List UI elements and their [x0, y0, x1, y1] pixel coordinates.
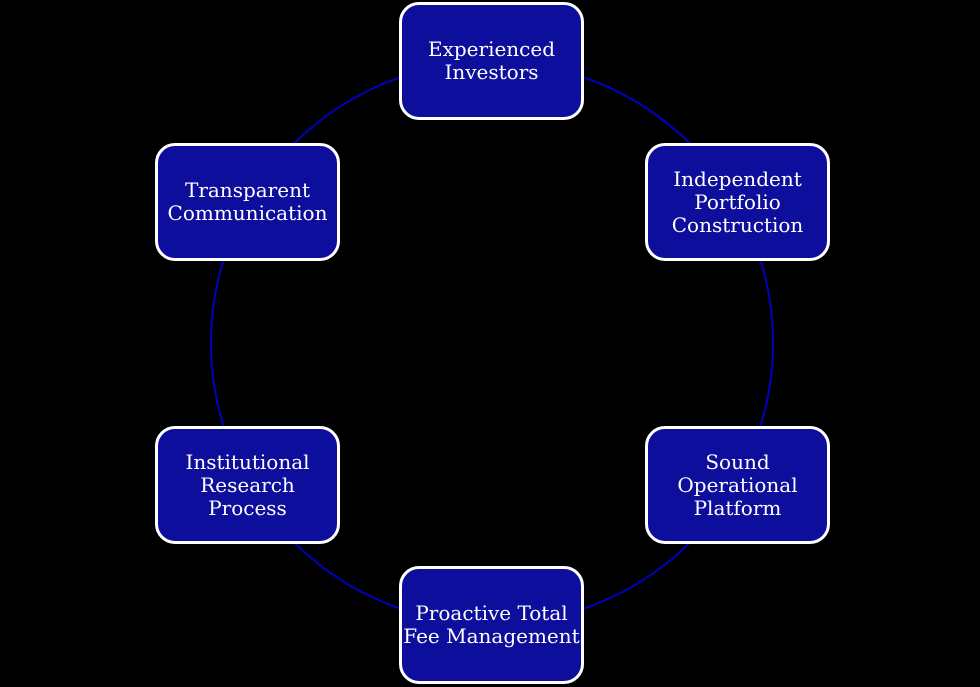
node-label-line: Experienced: [427, 37, 556, 61]
node-label-line: Institutional: [185, 449, 310, 474]
node-label-line: Portfolio: [694, 189, 781, 214]
node-label: Experienced Investors: [428, 38, 555, 84]
node-independent-portfolio-construction: Independent Portfolio Construction: [645, 143, 830, 261]
node-label-line: Platform: [693, 495, 782, 520]
node-sound-operational-platform: Sound Operational Platform: [645, 426, 830, 544]
node-label-line: Communication: [167, 201, 328, 225]
node-label: Proactive Total Fee Management: [403, 602, 579, 648]
node-label-line: Proactive Total: [415, 601, 568, 625]
node-label: Independent Portfolio Construction: [671, 166, 804, 237]
node-label: Institutional Research Process: [158, 449, 337, 520]
node-label-line: Independent: [673, 166, 802, 191]
node-label-line: Fee Management: [403, 624, 580, 648]
node-label: Transparent Communication: [168, 179, 328, 225]
node-experienced-investors: Experienced Investors: [399, 2, 584, 120]
node-label-line: Construction: [671, 212, 804, 237]
node-label-line: Research Process: [200, 472, 295, 520]
node-label-line: Investors: [444, 60, 539, 84]
node-label-line: Operational: [677, 472, 798, 497]
node-transparent-communication: Transparent Communication: [155, 143, 340, 261]
node-proactive-total-fee-management: Proactive Total Fee Management: [399, 566, 584, 684]
node-institutional-research-process: Institutional Research Process: [155, 426, 340, 544]
node-label: Sound Operational Platform: [677, 449, 798, 520]
node-label-line: Transparent: [184, 178, 310, 202]
node-label-line: Sound: [705, 449, 770, 474]
